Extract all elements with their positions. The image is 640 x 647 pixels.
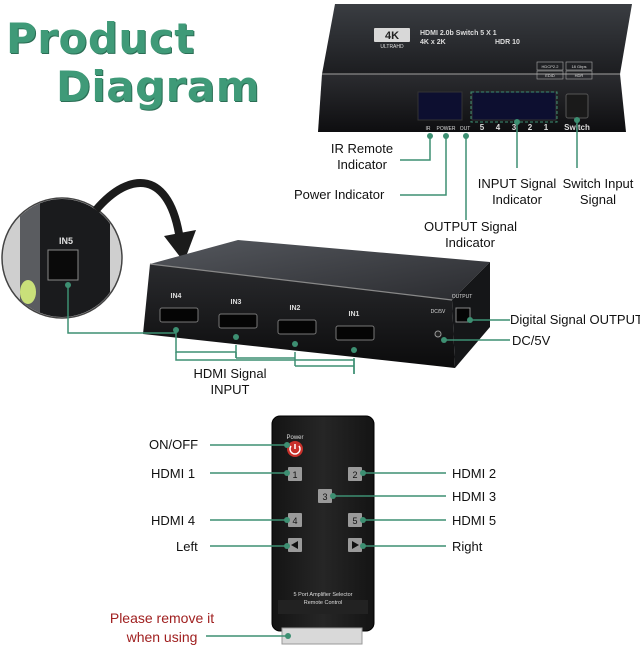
hdr-text: HDR 10 <box>495 39 520 46</box>
remote-button-label: 1 <box>292 470 297 480</box>
remote-button-3 <box>318 489 332 503</box>
top-callout-lines <box>400 120 578 220</box>
side-dc-label: DC/5V <box>431 309 446 315</box>
panel-input-label: 1 <box>544 123 549 132</box>
remote-control: Power 1 2 3 4 5 5 Port Amplifier Selecto… <box>271 415 375 645</box>
label-on-off: ON/OFF <box>149 437 199 452</box>
port-output <box>455 307 471 323</box>
port-label: IN3 <box>231 299 242 306</box>
switch-side-view: IN4 IN3 IN2 IN1 DC/5V OUTPUT <box>143 240 490 368</box>
inset-in5-label: IN5 <box>59 236 73 246</box>
remote-button-5 <box>348 513 362 527</box>
remote-button-label: 3 <box>322 492 327 502</box>
panel-input-label: 5 <box>480 123 485 132</box>
indicator-window-inputs <box>471 91 557 121</box>
remote-button-2 <box>348 467 362 481</box>
title-line2: Diagram <box>56 62 260 111</box>
model-line1: HDMI 2.0b Switch 5 X 1 <box>420 30 497 37</box>
switch-top-view: 4K ULTRAHD HDMI 2.0b Switch 5 X 1 4K x 2… <box>318 4 632 132</box>
label-hdmi5: HDMI 5 <box>452 513 497 528</box>
logo-4k-icon <box>374 28 410 42</box>
panel-input-label: 4 <box>496 123 501 132</box>
label-hdmi3: HDMI 3 <box>452 489 497 504</box>
battery-tab <box>281 627 363 645</box>
remote-callout-lines <box>206 444 446 637</box>
badge-edid: EDID <box>545 73 555 78</box>
badge-18gbps: 18 Gbps <box>571 64 586 69</box>
port-label: IN1 <box>349 311 360 318</box>
port-in3 <box>218 313 258 329</box>
panel-out-label: OUT <box>460 126 471 132</box>
remote-button-label: 2 <box>352 470 357 480</box>
port-in1 <box>335 325 375 341</box>
panel-input-label: 3 <box>512 123 517 132</box>
remote-footer-line2: Remote Control <box>304 600 343 606</box>
panel-input-label: 2 <box>528 123 533 132</box>
remote-button-1 <box>288 467 302 481</box>
panel-ir-label: IR <box>426 126 431 132</box>
label-power-indicator: Power Indicator <box>294 187 385 202</box>
badge-hdcp: HDCP2.2 <box>542 64 560 69</box>
logo-4k-text: 4K <box>385 30 399 42</box>
label-digital-output: Digital Signal OUTPUT <box>510 312 640 327</box>
in5-inset-view: IN5 <box>1 197 123 319</box>
label-right: Right <box>452 539 483 554</box>
indicator-window-left <box>417 91 463 121</box>
label-hdmi1: HDMI 1 <box>151 466 196 481</box>
panel-power-label: POWER <box>437 126 456 132</box>
remote-button-label: 4 <box>292 516 297 526</box>
remote-button-label: 5 <box>352 516 357 526</box>
curved-arrow-icon <box>92 179 184 241</box>
remote-button-4 <box>288 513 302 527</box>
port-in2 <box>277 319 317 335</box>
label-dc5v: DC/5V <box>512 333 551 348</box>
side-output-label: OUTPUT <box>452 294 473 300</box>
badge-hdr: HDR <box>575 73 584 78</box>
label-hdmi4: HDMI 4 <box>151 513 196 528</box>
switch-button <box>565 93 589 119</box>
label-left: Left <box>176 539 198 554</box>
logo-ultrahd-text: ULTRAHD <box>380 44 404 50</box>
port-label: IN4 <box>171 293 182 300</box>
port-in4 <box>159 307 199 323</box>
remote-footer-line1: 5 Port Amplifier Selector <box>294 592 353 598</box>
title-line1: Product <box>6 14 195 63</box>
port-label: IN2 <box>290 305 301 312</box>
side-callout-lines <box>67 285 510 374</box>
remote-power-label: Power <box>286 435 303 441</box>
model-line2: 4K x 2K <box>420 39 446 46</box>
label-hdmi2: HDMI 2 <box>452 466 497 481</box>
dc-jack <box>434 330 442 338</box>
